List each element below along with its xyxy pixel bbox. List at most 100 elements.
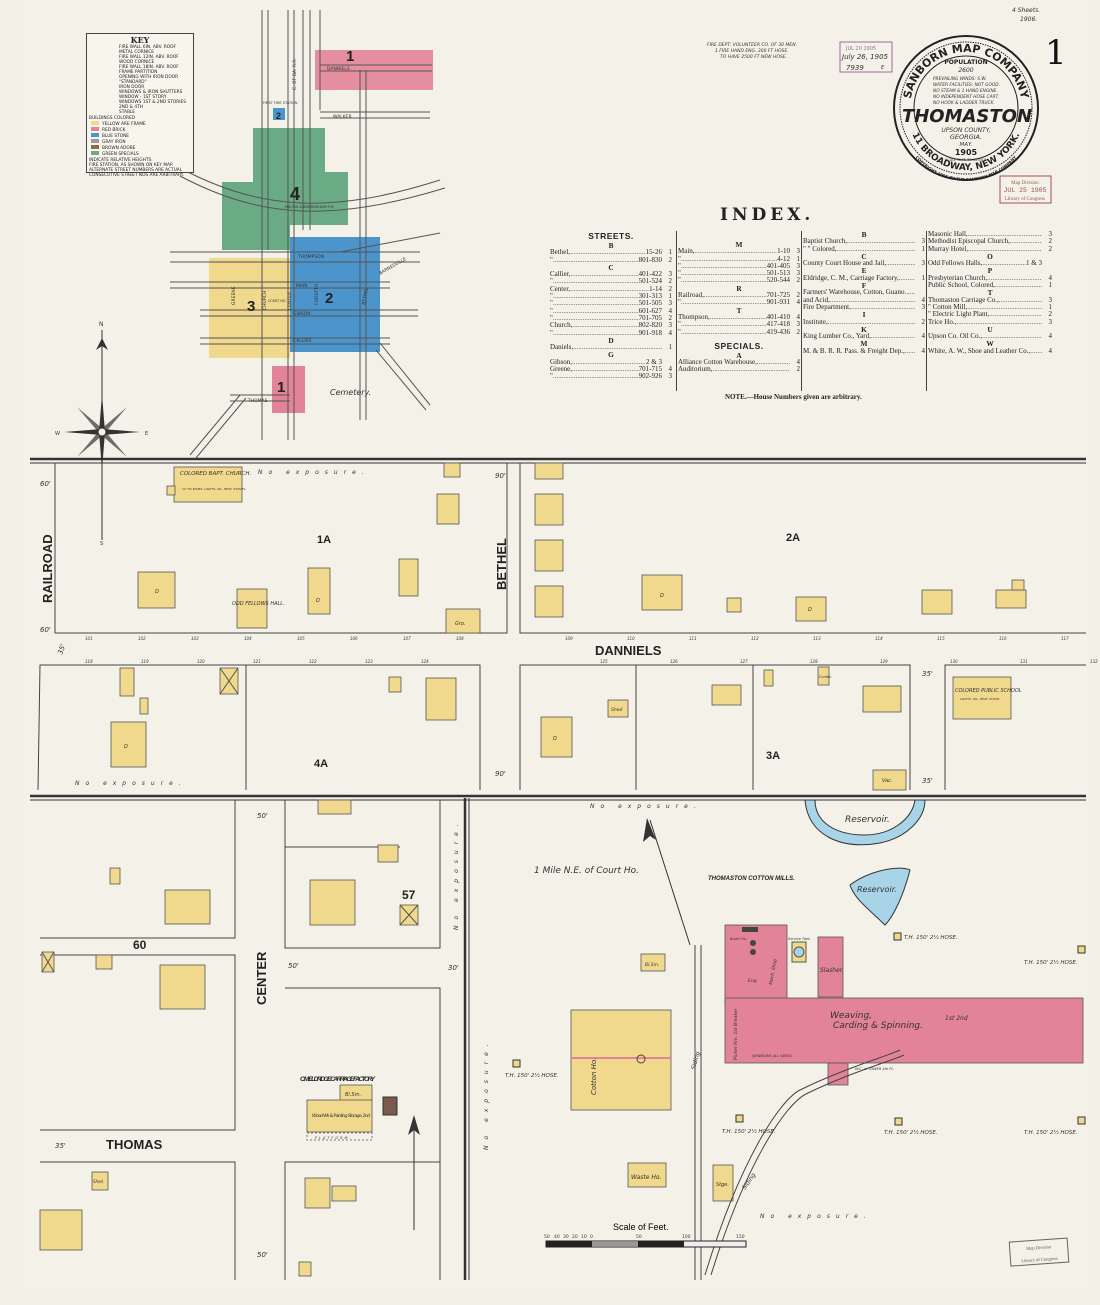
scale-tick: 30 <box>563 1234 569 1240</box>
index-note: NOTE.—House Numbers given are arbitrary. <box>725 393 862 401</box>
key-color-swatch <box>91 151 99 155</box>
index-letter: M <box>860 339 868 349</box>
compass-w: W <box>55 431 60 437</box>
north-arrow-icon <box>643 818 656 842</box>
entry-name: Presbyterian Church, <box>928 274 988 282</box>
entry-leader <box>999 297 1042 304</box>
key-color-name: GRAY <box>102 140 115 145</box>
entry-name: White, A. W., Shoe and Leather Co., <box>928 347 1031 355</box>
entry-name: Callier, <box>550 271 571 279</box>
label-waste-house: Waste Ho. <box>631 1174 662 1181</box>
house-number: 103 <box>191 636 199 641</box>
index-letter: W <box>986 339 994 349</box>
key-item: FIRE WALL 6IN. ABV. ROOF <box>119 45 176 50</box>
entry-leader <box>837 246 915 253</box>
index-entry: Odd Fellows Halls,1 & 3 <box>928 260 1052 267</box>
specials-heading: SPECIALS. <box>714 340 764 351</box>
index-entry: Alliance Cotton Warehouse,4 <box>678 359 800 366</box>
entry-leader <box>570 286 649 293</box>
house-number: 122 <box>309 659 317 664</box>
index-letter: C <box>608 262 614 272</box>
label-colored-public-school: COLORED PUBLIC SCHOOL <box>955 688 1022 694</box>
index-letter: M <box>735 240 743 249</box>
entry-name: " <box>678 270 681 278</box>
seal-population-label: POPULATION <box>944 59 987 66</box>
label-hydrant: T.H. 150' 2½ HOSE. <box>1024 959 1078 966</box>
label-picker: Picker Rm. 1st Breaker <box>733 1007 739 1060</box>
entry-name: Masonic Hall, <box>928 231 968 238</box>
label-carding: Carding & Spinning. <box>833 1021 923 1031</box>
entry-name: " <box>550 293 553 301</box>
entry-name: " <box>678 262 681 270</box>
index-letter: T <box>987 288 993 298</box>
entry-leader <box>830 297 915 304</box>
seal-county: UPSON COUNTY, <box>941 127 990 134</box>
house-number: 115 <box>937 636 945 641</box>
label-weaving: Weaving, <box>830 1011 872 1021</box>
mill-area <box>512 799 1086 1280</box>
entry-name: " <box>550 256 553 264</box>
label-hydrant: T.H. 150' 2½ HOSE. <box>722 1128 776 1135</box>
entry-sheet: 3 <box>1048 296 1053 304</box>
entry-name: " <box>550 278 553 286</box>
house-number: 125 <box>600 659 608 664</box>
key-map-street: CENTER <box>287 292 293 310</box>
key-item: WOOD CORNICE <box>119 60 155 65</box>
entry-range: 902-926 <box>638 373 662 381</box>
key-map-sheet-label: 1 <box>346 48 354 65</box>
index-letter: E <box>861 266 867 276</box>
entry-leader <box>681 270 767 277</box>
label-vac: Vac. <box>882 778 893 784</box>
label-platform: PLATFORM. <box>315 1136 353 1140</box>
key-color-meaning: STONE <box>114 134 130 139</box>
entry-leader <box>681 321 767 328</box>
label-dwelling: D <box>124 744 128 750</box>
confectionery <box>817 666 830 686</box>
entry-name: Baptist Church, <box>803 238 847 246</box>
index-entry: County Court House and Jail,3 <box>803 260 925 267</box>
entry-leader <box>1030 348 1042 355</box>
index-entry: Murray Hotel,2 <box>928 246 1052 253</box>
key-color-row: BROWN ADOBE <box>91 145 191 151</box>
entry-sheet: 4 <box>668 307 673 315</box>
key-map-sheet-label: 3 <box>247 298 255 315</box>
entry-name: and Acid, <box>803 296 830 304</box>
entry-range: 1-10 <box>777 248 790 256</box>
entry-leader <box>695 248 778 255</box>
house-number: 118 <box>85 659 93 664</box>
house-number: 111 <box>689 636 697 641</box>
seal-note: NO HOOK & LADDER TRUCK. <box>933 100 995 106</box>
entry-sheet: 4 <box>796 299 801 307</box>
entry-name: Farmers' Warehouse, Cotton, Guano <box>803 289 905 297</box>
entry-range: 501-513 <box>766 270 790 278</box>
street-width: 35' <box>922 670 933 678</box>
entry-range: 401-410 <box>766 313 790 321</box>
entry-sheet: 1 <box>796 255 801 263</box>
entry-sheet <box>662 359 672 366</box>
entry-leader <box>573 344 662 351</box>
house-number: 105 <box>297 636 305 641</box>
street-railroad: RAILROAD <box>40 534 55 603</box>
entry-name: " <box>550 314 553 322</box>
entry-name: " <box>550 300 553 308</box>
mill-engine-building <box>724 924 788 1006</box>
house-number: 129 <box>880 659 888 664</box>
house-number: 107 <box>403 636 411 641</box>
north-arrow-icon <box>408 1115 420 1135</box>
index-title: INDEX. <box>720 205 815 225</box>
key-map-street: DANNIELS <box>327 66 350 72</box>
house-number: 131 <box>1020 659 1028 664</box>
no-exposure-note: No exposure. <box>453 818 460 930</box>
entry-leader <box>704 292 767 299</box>
key-map-sheet-label: 2 <box>325 290 333 307</box>
entry-leader <box>905 348 915 355</box>
street-width: 50' <box>257 1251 268 1259</box>
key-color-swatch <box>91 145 99 149</box>
index-entry: Main,1-103 <box>678 248 800 255</box>
